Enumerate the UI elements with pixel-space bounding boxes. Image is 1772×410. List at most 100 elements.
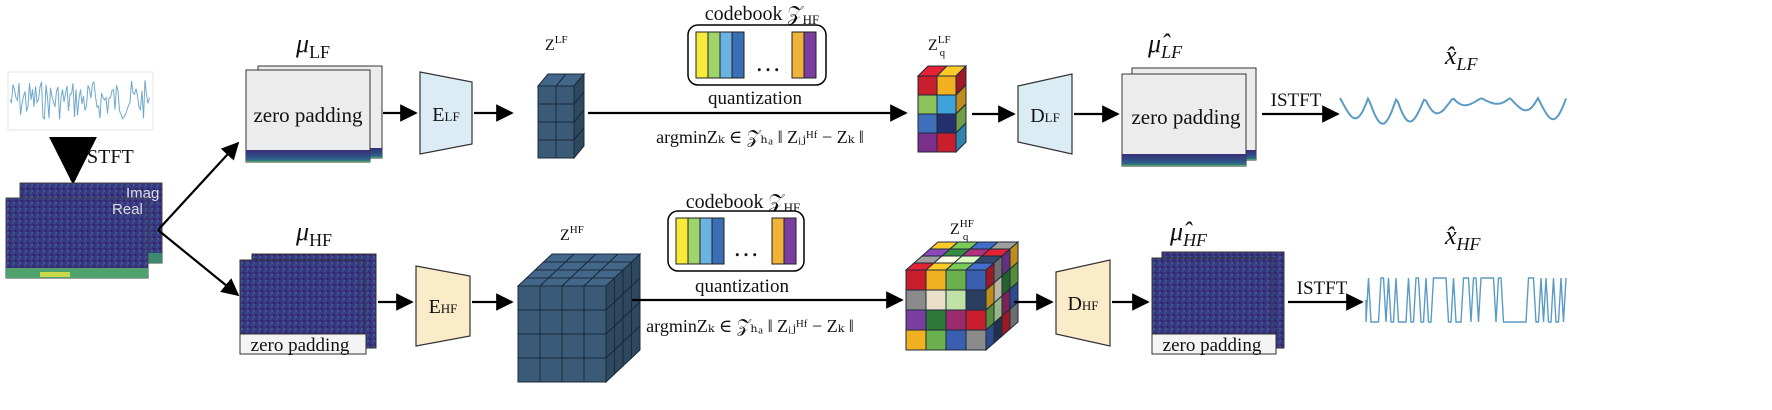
z-hf-cell (561, 357, 585, 383)
codebook-vector (719, 31, 733, 79)
stft-label: STFT (87, 146, 134, 168)
z-lf-cell (537, 103, 557, 123)
z-lf-cell (555, 85, 575, 105)
zero-padding-hf-out: zero padding (1163, 335, 1262, 356)
z-lf-cell (555, 103, 575, 123)
zq-hf-cell (945, 329, 967, 351)
quantization-lf-label: quantization (708, 88, 802, 109)
codebook-vector (711, 217, 725, 265)
mu-lf-label: μLF (295, 29, 330, 62)
z-lf-cell (555, 121, 575, 141)
z-hf-side-cell (631, 324, 641, 360)
xhat-lf-label: x̂LF (1444, 41, 1479, 74)
input-spectrogram-stack: Imag Real (5, 182, 163, 279)
z-hf-cell (539, 357, 563, 383)
z-lf-cell (537, 121, 557, 141)
muhat-lf-stack: zero padding (1121, 67, 1257, 167)
decoder-hf: DHF (1055, 259, 1111, 347)
svg-text:DLF: DLF (1030, 105, 1060, 127)
codebook-vector (675, 217, 689, 265)
zq-hf-cell (965, 309, 987, 331)
zq-hf-cell (965, 269, 987, 291)
svg-text:…: … (755, 48, 781, 77)
istft-lf-label: ISTFT (1271, 90, 1322, 111)
mu-hf-label: μHF (295, 217, 332, 250)
zero-padding-lf: zero padding (253, 103, 363, 127)
z-hf-cell (517, 285, 541, 311)
output-waveform-hf (1365, 277, 1567, 323)
quantization-hf-label: quantization (695, 276, 789, 297)
zq-hf-tensor (904, 240, 1020, 352)
zq-hf-cell (965, 329, 987, 351)
codebook-vector (783, 217, 797, 265)
z-hf-cell (539, 285, 563, 311)
codebook-vector (731, 31, 745, 79)
zq-hf-cell (905, 269, 927, 291)
z-hf-cell (517, 333, 541, 359)
output-waveform-lf (1339, 96, 1567, 125)
z-hf-cell (583, 309, 607, 335)
zq-hf-cell (945, 289, 967, 311)
z-hf-tensor (516, 252, 642, 384)
svg-text:ELF: ELF (432, 104, 459, 126)
z-lf-label: ZLF (545, 34, 568, 54)
muhat-hf-stack: zero padding (1151, 251, 1285, 356)
codebook-vector (791, 31, 805, 79)
svg-text:DHF: DHF (1067, 293, 1098, 315)
input-waveform (7, 71, 154, 131)
argmin-formula-hf: argminZₖ ∈ 𝒵ₕₐ ‖ Zᵢⱼᴴᶠ − Zₖ ‖ (646, 316, 854, 336)
z-hf-cell (517, 357, 541, 383)
zq-hf-cell (965, 289, 987, 311)
encoder-hf: EHF (415, 265, 471, 347)
muhat-hf-label: μ̂HF (1169, 217, 1208, 250)
z-hf-cell (561, 285, 585, 311)
z-hf-cell (517, 309, 541, 335)
svg-text:codebook 𝒵HF: codebook 𝒵HF (705, 3, 820, 27)
zq-hf-cell (905, 329, 927, 351)
zero-padding-lf-out: zero padding (1131, 105, 1241, 129)
z-hf-cell (539, 309, 563, 335)
codebook-vector (707, 31, 721, 79)
arrow-to-hf (157, 229, 240, 297)
codebook-vector (695, 31, 709, 79)
z-hf-cell (561, 333, 585, 359)
real-spectrogram (5, 197, 149, 279)
xhat-hf-label: x̂HF (1444, 221, 1482, 254)
codebook-lf: codebook 𝒵HF … (687, 3, 827, 86)
zq-lf-cell (917, 113, 938, 134)
zq-hf-cell (925, 289, 947, 311)
istft-hf-label: ISTFT (1297, 278, 1348, 299)
mu-lf-stack: zero padding (245, 65, 383, 163)
svg-text:…: … (733, 233, 759, 262)
codebook-hf: codebook 𝒵HF … (667, 191, 805, 272)
z-hf-cell (583, 357, 607, 383)
zq-lf-cell (917, 75, 938, 96)
z-hf-label: ZHF (560, 224, 584, 244)
zq-hf-cell (905, 309, 927, 331)
z-lf-cell (537, 139, 557, 159)
z-hf-cell (583, 285, 607, 311)
z-lf-cell (555, 139, 575, 159)
zq-hf-side-cell (1009, 300, 1019, 331)
zq-lf-side-cell (955, 121, 967, 154)
arrow-to-lf (157, 141, 240, 231)
svg-text:EHF: EHF (429, 296, 458, 318)
z-lf-side-cell (573, 126, 585, 160)
codebook-vector (687, 217, 701, 265)
argmin-formula-lf: argminZₖ ∈ 𝒵ₕₐ ‖ Zᵢⱼᴴᶠ − Zₖ ‖ (656, 127, 864, 147)
zq-hf-cell (925, 309, 947, 331)
zq-lf-cell (936, 132, 957, 153)
decoder-lf: DLF (1017, 73, 1073, 155)
zq-hf-cell (905, 289, 927, 311)
zq-lf-tensor (916, 64, 968, 154)
zq-lf-cell (936, 75, 957, 96)
zq-lf-cell (917, 132, 938, 153)
real-label: Real (112, 201, 143, 218)
zq-hf-cell (925, 269, 947, 291)
muhat-lf-label: μ̂LF (1147, 29, 1183, 62)
codebook-vector (699, 217, 713, 265)
z-hf-cell (539, 333, 563, 359)
